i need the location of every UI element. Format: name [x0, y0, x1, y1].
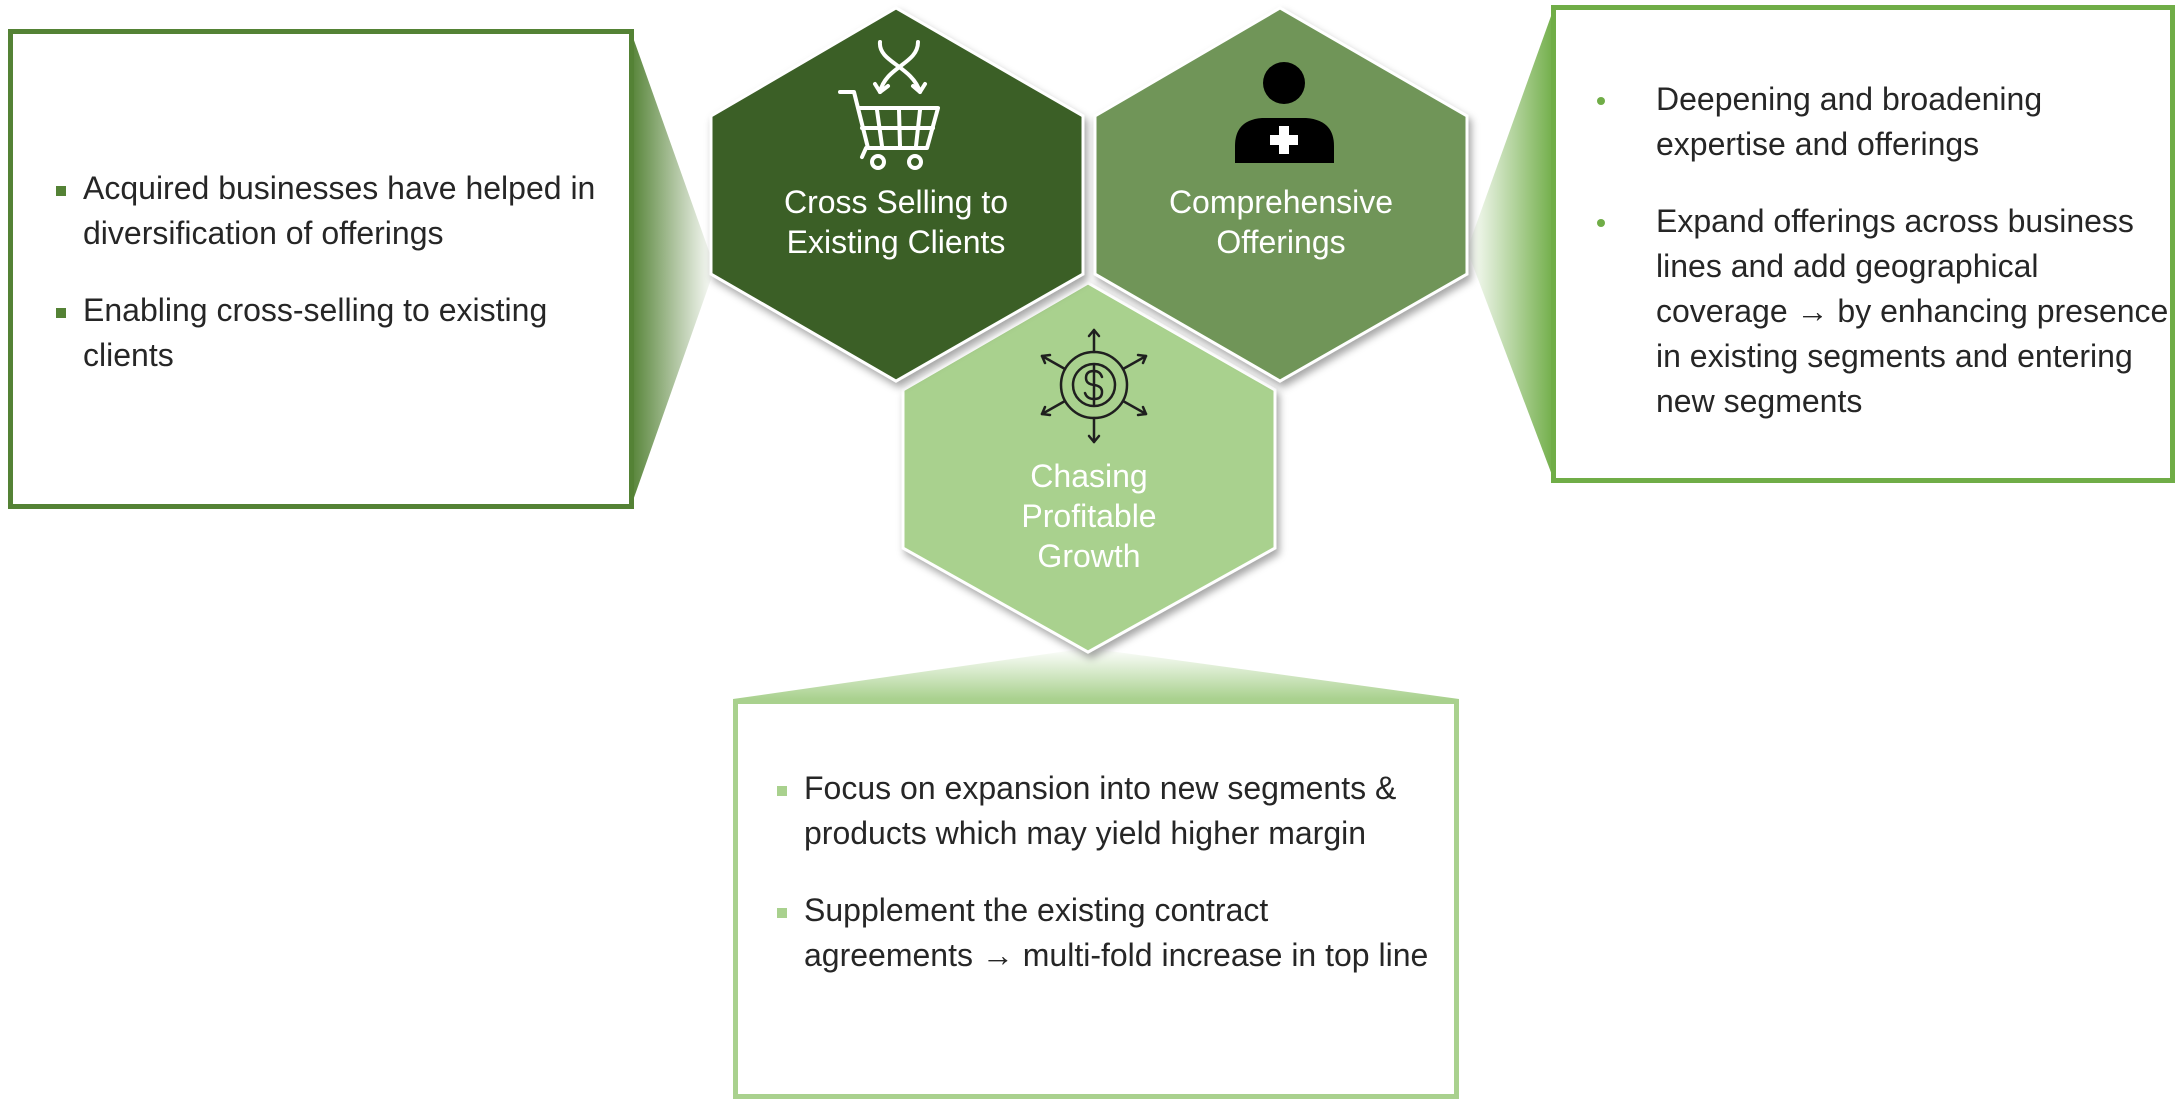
bullet-item: Deepening and broadening expertise and o…: [1597, 77, 2176, 167]
hexagon-chasing-growth: [901, 281, 1277, 654]
left-callout-connector: [630, 29, 715, 509]
bullet-item: Enabling cross-selling to existing clien…: [56, 288, 623, 378]
hex-label-cross-selling-line2: Existing Clients: [787, 224, 1006, 260]
hex-label-comprehensive-line1: Comprehensive: [1169, 184, 1393, 220]
bullet-item: Acquired businesses have helped in diver…: [56, 166, 623, 256]
person-plus-icon: [1235, 62, 1334, 163]
bullet-item: Focus on expansion into new segments & p…: [777, 766, 1444, 856]
hex-label-chasing-line2: Profitable: [1021, 498, 1156, 534]
profitable-growth-details-box: Focus on expansion into new segments & p…: [733, 699, 1459, 1099]
dollar-growth-icon: [1040, 328, 1148, 444]
shopping-cart-icon: [838, 40, 940, 170]
hexagon-comprehensive: [1093, 6, 1469, 383]
comprehensive-bullet-list: Deepening and broadening expertise and o…: [1597, 77, 2176, 456]
cross-selling-bullet-list: Acquired businesses have helped in diver…: [56, 166, 623, 410]
comprehensive-offerings-details-box: Deepening and broadening expertise and o…: [1551, 5, 2175, 483]
bottom-callout-connector: [733, 648, 1459, 699]
bullet-item: Supplement the existing contract agreeme…: [777, 888, 1444, 978]
right-callout-connector: [1467, 5, 1555, 483]
growth-bullet-list: Focus on expansion into new segments & p…: [777, 766, 1444, 1010]
hex-label-comprehensive-line2: Offerings: [1216, 224, 1345, 260]
cross-selling-details-box: Acquired businesses have helped in diver…: [8, 29, 634, 509]
hex-label-chasing-line1: Chasing: [1030, 458, 1147, 494]
hex-label-chasing-line3: Growth: [1037, 538, 1140, 574]
bullet-item: Expand offerings across business lines a…: [1597, 199, 2176, 424]
hexagon-cross-selling: [709, 6, 1085, 383]
hex-label-cross-selling-line1: Cross Selling to: [784, 184, 1008, 220]
